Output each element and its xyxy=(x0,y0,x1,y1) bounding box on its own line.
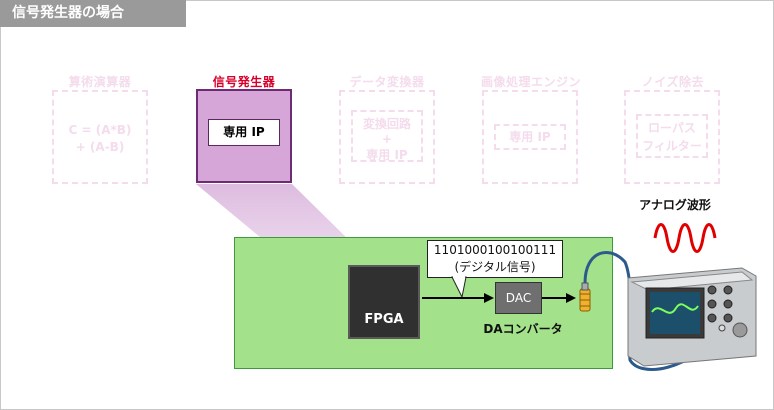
block-arithmetic-line-2: + (A-B) xyxy=(75,140,125,154)
block-signal-generator[interactable]: 専用 IP xyxy=(196,89,292,183)
block-arithmetic: C = (A*B) + (A-B) xyxy=(52,90,148,184)
bubble-tail xyxy=(451,276,467,299)
digital-bits: 1101000100100111 xyxy=(433,243,557,257)
block-image-engine-ip: 専用 IP xyxy=(494,124,566,150)
analog-waveform-label: アナログ波形 xyxy=(639,198,711,212)
fpga-chip: FPGA xyxy=(348,265,420,339)
block-image-engine: 専用 IP xyxy=(482,90,578,184)
block-noise-removal-line-1: ローパス xyxy=(648,121,696,135)
block-label-signal-generator: 信号発生器 xyxy=(212,75,276,89)
fpga-to-dac-arrowhead xyxy=(484,293,494,303)
block-data-converter-line-1: 変換回路 xyxy=(362,117,411,131)
block-noise-removal-line-2: フィルター xyxy=(642,139,702,153)
block-label-image-engine: 画像処理エンジン xyxy=(480,75,581,89)
digital-signal-bubble: 1101000100100111 (デジタル信号) xyxy=(427,240,563,278)
block-arithmetic-line-1: C = (A*B) xyxy=(68,123,132,137)
block-noise-removal: ローパス フィルター xyxy=(624,90,720,184)
output-connector xyxy=(579,282,591,312)
block-data-converter-line-2: + xyxy=(381,132,393,146)
block-label-noise-removal: ノイズ除去 xyxy=(641,75,705,89)
digital-caption: (デジタル信号) xyxy=(454,260,536,274)
dac-to-connector-arrowhead xyxy=(566,293,576,303)
block-data-converter-line-3: 専用 IP xyxy=(366,148,408,162)
block-label-arithmetic: 算術演算器 xyxy=(68,75,132,89)
oscilloscope xyxy=(627,267,757,367)
dac-caption: DAコンバータ xyxy=(483,322,563,336)
page-title: 信号発生器の場合 xyxy=(0,0,186,27)
block-label-data-converter: データ変換器 xyxy=(349,75,425,89)
dedicated-ip-box: 専用 IP xyxy=(208,119,280,146)
block-data-converter-inner: 変換回路 + 専用 IP xyxy=(351,110,423,162)
dac-chip: DAC xyxy=(495,282,542,314)
block-data-converter: 変換回路 + 専用 IP xyxy=(339,90,435,184)
block-noise-removal-inner: ローパス フィルター xyxy=(636,114,708,158)
analog-sine-wave xyxy=(653,223,717,253)
